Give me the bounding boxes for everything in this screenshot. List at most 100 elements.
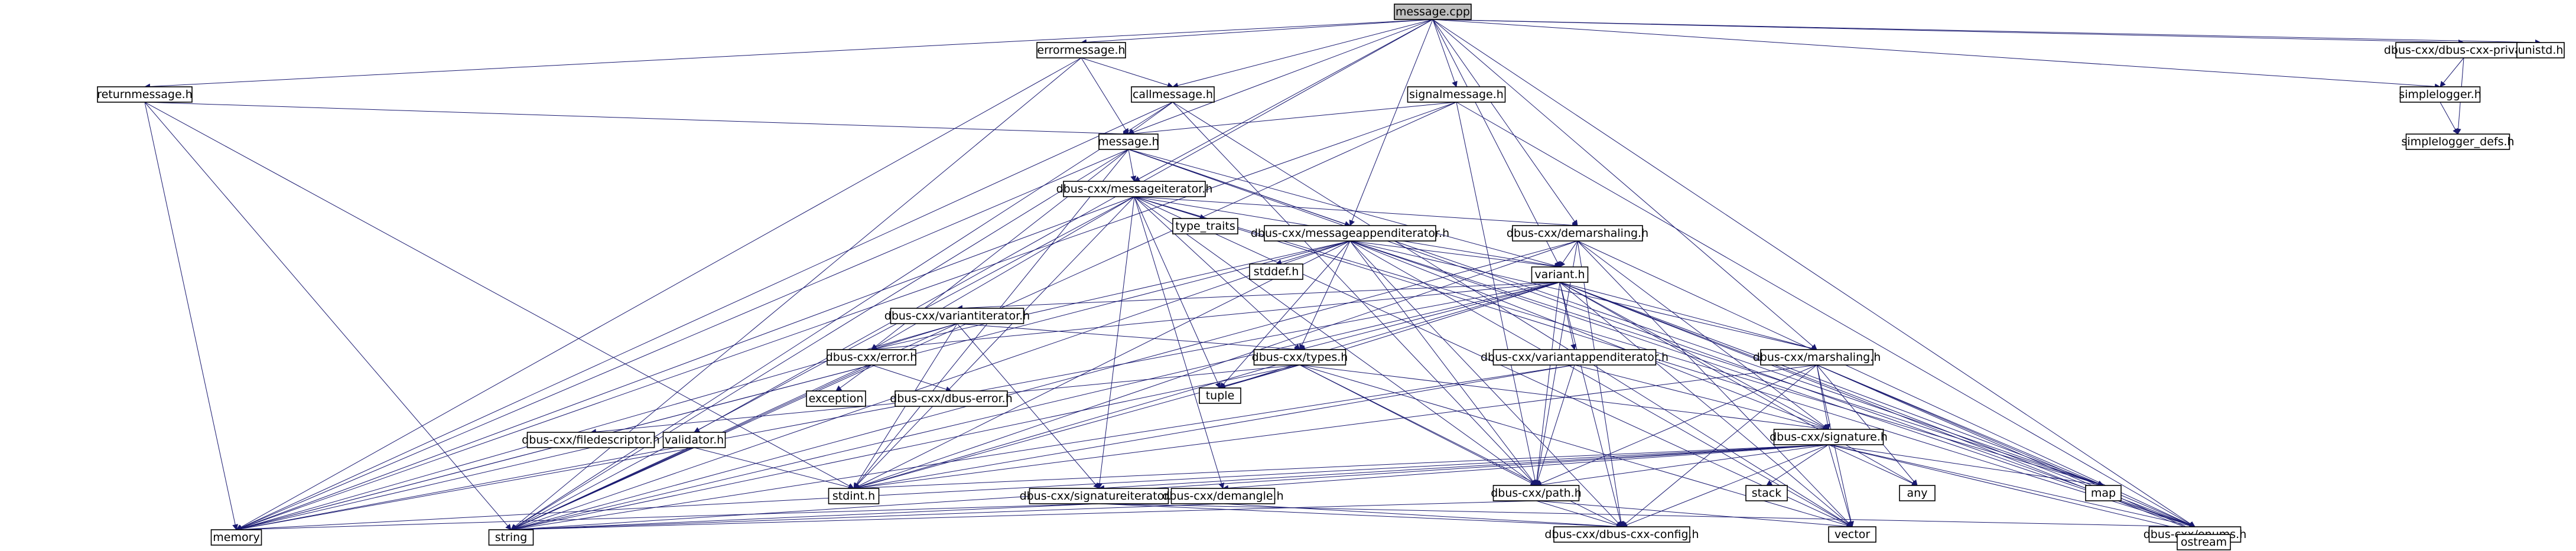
node-box	[1029, 488, 1169, 504]
node-box	[890, 308, 1024, 324]
node-box	[1063, 181, 1206, 197]
edge-message_cpp-to-errormessage_h	[1081, 19, 1433, 45]
node-label: dbus-cxx/filedescriptor.h	[522, 433, 660, 446]
node-box	[1131, 86, 1215, 103]
node-box	[1036, 42, 1126, 58]
edge-messageappenditerator_h-to-map	[1349, 240, 2104, 487]
node-box	[827, 349, 916, 366]
node-variantappenditerator-h[interactable]: dbus-cxx/variantappenditerator.h	[1481, 349, 1668, 366]
node-label: tuple	[1206, 389, 1235, 402]
edge-messageiterator_h-to-error_h	[871, 196, 1135, 350]
node-dbus-error-h[interactable]: dbus-cxx/dbus-error.h	[890, 390, 1013, 407]
edge-validator_h-to-stdint_h	[694, 447, 854, 490]
node-type-traits: type_traits	[1172, 218, 1238, 234]
node-label: exception	[809, 392, 864, 405]
node-box	[1492, 485, 1580, 501]
edge-callmessage_h-to-string	[510, 102, 1173, 530]
edge-filedescriptor_h-to-memory	[236, 447, 591, 532]
edge-marshaling_h-to-map	[1816, 364, 2104, 487]
node-signature-h[interactable]: dbus-cxx/signature.h	[1770, 429, 1888, 445]
edge-variant_h-to-vector	[1559, 282, 1853, 527]
edge-path_h-to-config_h	[1536, 500, 1622, 529]
node-validator-h[interactable]: validator.h	[662, 432, 726, 448]
node-demarshaling-h[interactable]: dbus-cxx/demarshaling.h	[1507, 225, 1648, 242]
edge-messageiterator_h-to-types_h	[1134, 196, 1300, 350]
edge-messageiterator_h-to-stdint_h	[853, 196, 1135, 489]
node-label: type_traits	[1175, 220, 1235, 233]
edge-variant_h-to-error_h	[871, 282, 1560, 353]
node-label: signalmessage.h	[1409, 88, 1504, 101]
node-config-h[interactable]: dbus-cxx/dbus-cxx-config.h	[1544, 526, 1699, 543]
edge-message_h-to-string	[510, 149, 1129, 530]
node-box	[662, 432, 726, 448]
node-string: string	[488, 529, 534, 546]
edge-signature_h-to-enums_h	[1828, 444, 2196, 529]
node-box	[1199, 387, 1241, 404]
node-box	[1249, 263, 1303, 280]
node-simplelogger-h[interactable]: simplelogger.h	[2399, 86, 2481, 103]
node-message-h[interactable]: message.h	[1098, 133, 1159, 150]
node-any: any	[1899, 485, 1936, 501]
node-box	[1553, 526, 1690, 543]
node-errormessage-h[interactable]: errormessage.h	[1036, 42, 1126, 58]
edge-error_h-to-exception	[835, 364, 872, 392]
edge-signalmessage_h-to-memory	[236, 102, 1457, 531]
node-box	[1098, 133, 1159, 150]
node-label: dbus-cxx/types.h	[1252, 351, 1348, 364]
edge-validator_h-to-string	[510, 447, 695, 530]
edge-messageappenditerator_h-to-signature_h	[1349, 240, 1829, 431]
edge-variant_h-to-marshaling_h	[1559, 282, 1817, 351]
node-messageappenditerator-h[interactable]: dbus-cxx/messageappenditerator.h	[1251, 225, 1449, 242]
edge-variantappenditerator_h-to-stdint_h	[853, 364, 1575, 491]
edge-returnmessage_h-to-string	[144, 102, 512, 530]
edge-messageappenditerator_h-to-path_h	[1349, 240, 1537, 486]
node-box	[1253, 349, 1346, 366]
edge-message_cpp-to-callmessage_h	[1172, 19, 1433, 89]
node-returnmessage-h[interactable]: returnmessage.h	[97, 86, 193, 103]
node-box	[2405, 133, 2510, 150]
edge-callmessage_h-to-path_h	[1172, 102, 1537, 486]
edge-message_cpp-to-marshaling_h	[1432, 19, 1817, 350]
node-label: validator.h	[665, 433, 724, 446]
edge-variant_h-to-config_h	[1559, 282, 1624, 527]
node-label: stack	[1752, 487, 1781, 500]
edge-demarshaling_h-to-variant_h	[1559, 240, 1578, 268]
node-message-cpp[interactable]: message.cpp	[1394, 4, 1472, 20]
edge-types_h-to-config_h	[1299, 364, 1622, 527]
node-label: callmessage.h	[1133, 88, 1213, 101]
edge-errormessage_h-to-memory	[236, 57, 1082, 530]
node-filedescriptor-h[interactable]: dbus-cxx/filedescriptor.h	[522, 432, 660, 448]
node-label: any	[1907, 487, 1928, 500]
edge-demarshaling_h-to-stdint_h	[853, 240, 1578, 490]
edge-variant_h-to-string	[510, 282, 1560, 532]
node-messageiterator-h[interactable]: dbus-cxx/messageiterator.h	[1056, 181, 1213, 197]
edge-variant_h-to-variantiterator_h	[957, 282, 1560, 311]
node-marshaling-h[interactable]: dbus-cxx/marshaling.h	[1753, 349, 1881, 366]
edge-message_h-to-variant_h	[1128, 149, 1560, 269]
node-box	[1773, 429, 1884, 445]
edge-messageappenditerator_h-to-error_h	[871, 240, 1351, 351]
node-box	[97, 86, 193, 103]
node-path-h[interactable]: dbus-cxx/path.h	[1491, 485, 1582, 501]
node-signatureiterator-h[interactable]: dbus-cxx/signatureiterator.h	[1020, 488, 1179, 504]
node-error-h[interactable]: dbus-cxx/error.h	[826, 349, 918, 366]
node-signalmessage-h[interactable]: signalmessage.h	[1407, 86, 1506, 103]
edge-signalmessage_h-to-message_h	[1128, 102, 1457, 137]
edge-signature_h-to-ostream	[1828, 444, 2204, 536]
node-variantiterator-h[interactable]: dbus-cxx/variantiterator.h	[884, 308, 1030, 324]
edge-simplelogger_h-to-simplelogger_defs_h	[2440, 102, 2458, 135]
edge-signature_h-to-any	[1828, 444, 1918, 486]
node-types-h[interactable]: dbus-cxx/types.h	[1252, 349, 1348, 366]
edge-marshaling_h-to-any	[1816, 364, 1918, 486]
node-variant-h[interactable]: variant.h	[1531, 266, 1589, 283]
node-callmessage-h[interactable]: callmessage.h	[1131, 86, 1215, 103]
node-box	[2399, 86, 2481, 103]
node-private-h[interactable]: dbus-cxx/dbus-cxx-private.h	[2384, 42, 2544, 58]
node-label: dbus-cxx/messageappenditerator.h	[1251, 227, 1449, 240]
node-simplelogger-defs-h[interactable]: simplelogger_defs.h	[2401, 133, 2515, 150]
edge-callmessage_h-to-memory	[236, 102, 1173, 530]
edge-message_h-to-map	[1128, 149, 2104, 487]
node-demangle-h[interactable]: dbus-cxx/demangle.h	[1162, 488, 1284, 504]
node-label: map	[2091, 487, 2116, 500]
edge-variant_h-to-path_h	[1534, 282, 1560, 486]
